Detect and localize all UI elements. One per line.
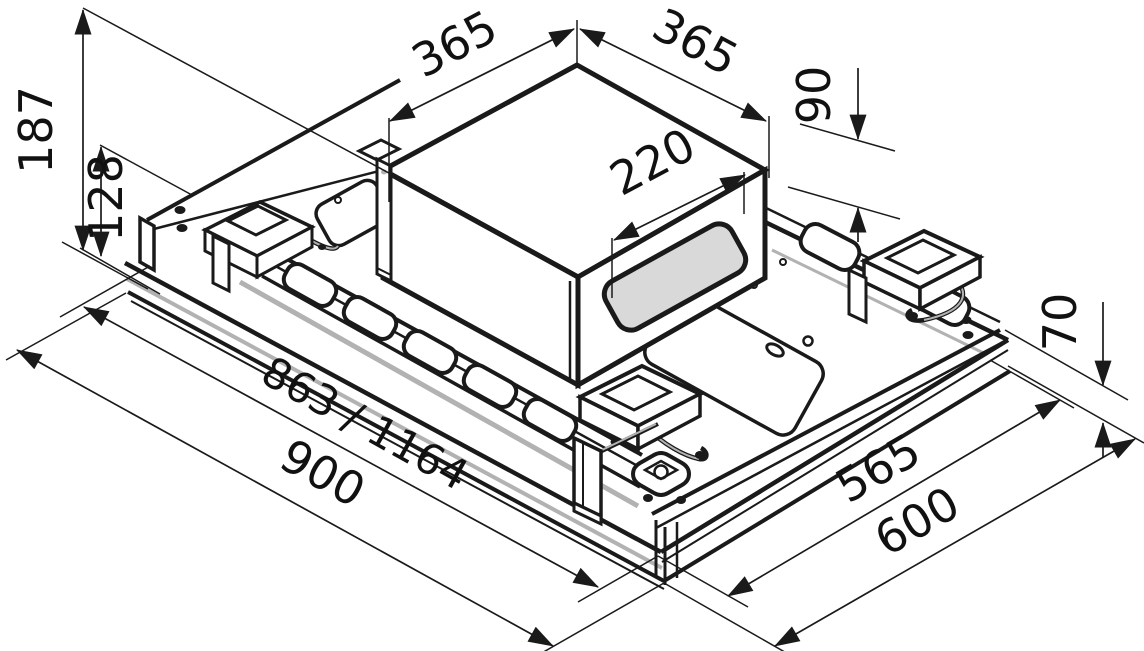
bracket-face: [918, 254, 982, 312]
dim-label-housing-height: 128: [79, 154, 133, 242]
witness-line: [799, 123, 896, 152]
dim-line-365-right: [579, 28, 767, 122]
oval-hole: [765, 342, 785, 358]
duct-vent: [630, 451, 692, 497]
bracket-face: [636, 391, 702, 452]
bracket-hole: [224, 204, 290, 237]
screw-hole: [802, 335, 814, 347]
witness-line: [577, 555, 659, 603]
vent-window: [601, 221, 749, 333]
dim-line-365-left: [389, 28, 575, 122]
dim-label-edge-profile: 70: [1033, 293, 1087, 352]
dimension-lines: [16, 8, 1136, 647]
dim-line-900: [16, 349, 554, 647]
slot-cutout: [281, 262, 339, 308]
mounting-bracket-box-side: [355, 138, 403, 284]
bracket-foot: [376, 267, 392, 276]
rivet: [643, 494, 653, 502]
witness-line: [663, 582, 785, 651]
dim-label-total-height: 187: [9, 86, 63, 174]
witness-line: [1007, 365, 1144, 444]
bracket-hole: [883, 238, 958, 275]
mounting-bracket-back-left: [201, 200, 340, 294]
left-corner-post: [138, 214, 156, 274]
screw-hole: [334, 196, 342, 204]
back-right-accent-stripe: [771, 248, 1003, 364]
rivet: [676, 496, 686, 504]
bracket-rod-highlight: [601, 423, 657, 451]
vent-hole: [653, 464, 669, 480]
vent-frame: [630, 451, 692, 497]
bracket-hole: [598, 374, 674, 412]
bracket-face: [255, 224, 314, 280]
witness-line: [989, 359, 1075, 409]
witness-line: [5, 292, 127, 361]
witness-line: [657, 555, 749, 608]
wire-end: [695, 451, 705, 459]
wire-end: [908, 312, 918, 320]
dim-label-box-edge-right: 365: [644, 0, 747, 86]
dim-label-rail-offset: 90: [787, 66, 841, 125]
bracket-post: [847, 267, 868, 325]
rivet: [962, 331, 974, 339]
back-left-edge: [146, 78, 401, 222]
back-left-inner-edge: [149, 168, 384, 232]
mounting-bracket-right: [847, 228, 985, 325]
slot-cutout: [798, 222, 862, 272]
witness-line: [99, 144, 193, 196]
witness-line: [787, 186, 901, 220]
rivet: [176, 224, 188, 232]
witness-line: [59, 265, 151, 318]
bracket-post: [211, 233, 231, 294]
witness-line: [543, 582, 665, 651]
dim-line-600: [774, 438, 1136, 647]
dim-line-220: [613, 174, 746, 241]
witness-line: [82, 7, 503, 235]
witness-line: [1004, 329, 1129, 401]
rivet: [174, 206, 186, 214]
wire-end: [318, 244, 326, 250]
screw-hole: [779, 258, 787, 266]
bracket-post: [375, 156, 393, 284]
